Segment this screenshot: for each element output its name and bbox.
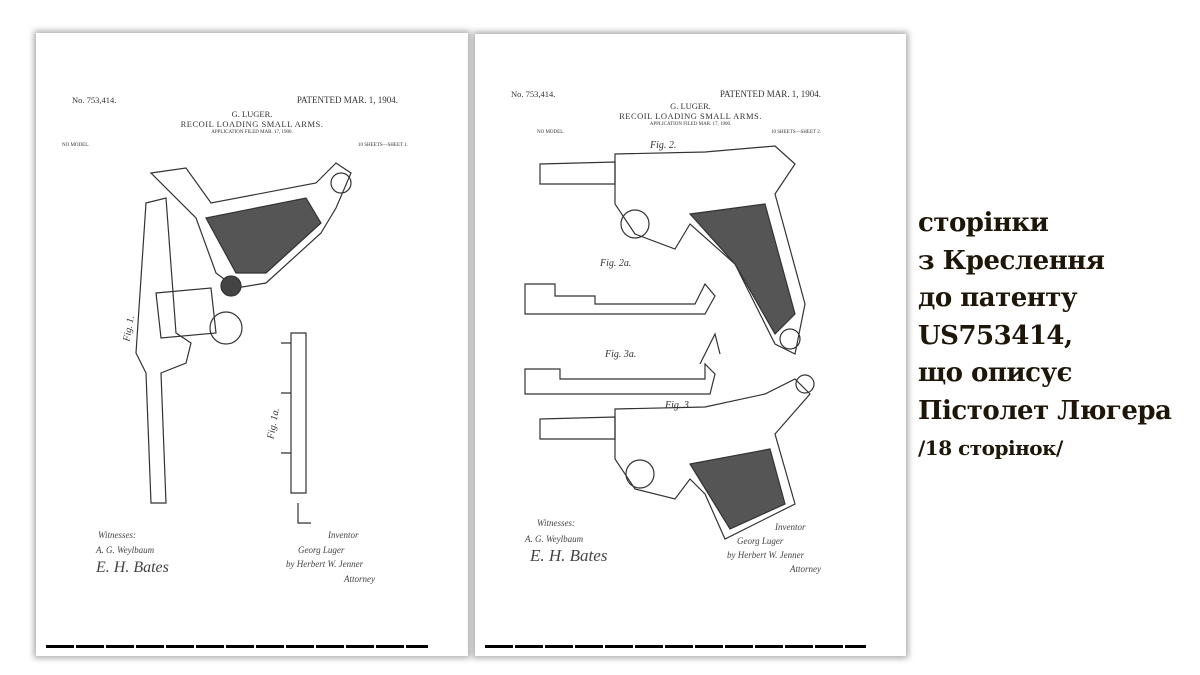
model-note: NO MODEL. [537,130,565,135]
inventor-label: Inventor [328,530,359,540]
signature: Georg Luger [298,545,345,555]
patent-number: No. 753,414. [72,95,117,105]
caption-line: до патенту [918,283,1078,313]
caption-line: з Креслення [918,245,1105,276]
patent-page-1: No. 753,414. PATENTED MAR. 1, 1904. G. L… [36,33,468,656]
witnesses-label: Witnesses: [537,518,575,528]
patent-title: RECOIL LOADING SMALL ARMS. [619,111,762,121]
sheet-number: 10 SHEETS—SHEET 1. [357,143,408,148]
pistol-drawing-vertical [135,162,352,524]
model-note: NO MODEL. [62,143,90,148]
figure-label: Fig. 3a. [605,349,637,360]
inventor-label: Inventor [775,522,806,532]
patented-date: PATENTED MAR. 1, 1904. [296,95,398,105]
signature: by Herbert W. Jenner [727,550,805,560]
inventor-name: G. LUGER. [670,101,711,111]
attorney-label: Attorney [344,574,375,584]
pistol-drawings-horizontal [524,145,815,540]
signature: A. G. Weylbaum [525,534,584,544]
patent-page-2: No. 753,414. PATENTED MAR. 1, 1904. G. L… [475,34,906,656]
application-date: APPLICATION FILED MAR. 17, 1900. [211,130,293,135]
sheet-number: 10 SHEETS—SHEET 2. [770,130,821,135]
attorney-label: Attorney [790,564,821,574]
caption-subtitle: /18 сторінок/ [918,436,1063,460]
inventor-name: G. LUGER. [231,109,273,119]
signature: by Herbert W. Jenner [286,559,364,569]
patent-number: No. 753,414. [511,89,556,99]
witnesses-label: Witnesses: [98,530,136,540]
patented-date: PATENTED MAR. 1, 1904. [719,89,821,99]
signature: Georg Luger [737,536,784,546]
signature: E. H. Bates [96,559,169,576]
scan-border [485,645,866,648]
scan-border [46,645,428,648]
caption: сторінки з Креслення до патенту US753414… [918,205,1172,468]
figure-label: Fig. 2a. [600,258,632,269]
caption-line: сторінки [918,208,1049,238]
signature: E. H. Bates [530,546,608,565]
patent-title: RECOIL LOADING SMALL ARMS. [180,119,324,129]
figure-label: Fig. 2. [650,140,677,151]
caption-line: Пістолет Люгера [918,395,1172,426]
signature: A. G. Weylbaum [96,545,155,555]
figure-label: Fig. 3. [665,400,692,411]
caption-line: US753414, [918,320,1073,351]
application-date: APPLICATION FILED MAR. 17, 1900. [649,122,732,127]
caption-line: що описує [918,358,1073,388]
